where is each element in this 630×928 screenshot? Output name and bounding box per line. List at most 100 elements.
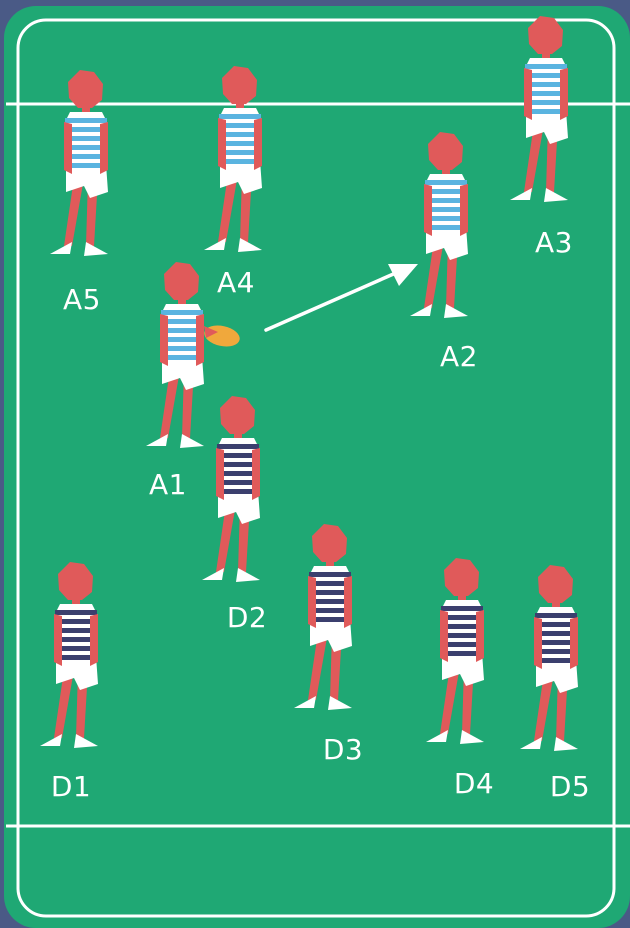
player-shoe [520, 737, 542, 749]
player-arm [570, 617, 578, 669]
player-shorts [526, 110, 568, 144]
player-shoe [202, 568, 224, 580]
player-a3 [510, 16, 568, 202]
player-arm [344, 576, 352, 628]
player-head [428, 132, 463, 170]
player-shoe [554, 737, 578, 751]
player-label-d3: D3 [322, 733, 364, 766]
player-label-a3: A3 [535, 226, 573, 259]
player-shirt [524, 58, 568, 116]
player-shirt [64, 112, 108, 170]
player-leg [54, 670, 74, 738]
player-shoe [146, 434, 168, 446]
player-shorts [536, 659, 578, 693]
player-shoe [328, 696, 352, 710]
player-leg [308, 632, 328, 700]
player-shoe [410, 304, 432, 316]
player-arm [524, 68, 532, 120]
player-d4 [426, 558, 484, 744]
player-arm [218, 118, 226, 170]
player-leg [216, 504, 236, 572]
player-a4 [204, 66, 262, 252]
player-leg [160, 370, 180, 438]
player-leg [424, 240, 444, 308]
player-a1 [146, 262, 240, 448]
player-leg [534, 673, 554, 741]
player-head [528, 16, 563, 54]
player-shirt [160, 304, 204, 362]
player-head [222, 66, 257, 104]
player-shorts [220, 160, 262, 194]
player-arm [196, 314, 204, 366]
player-shoe [40, 734, 62, 746]
player-arm [308, 576, 316, 628]
player-shorts [442, 652, 484, 686]
player-head [312, 524, 347, 562]
player-a5 [50, 70, 108, 256]
player-shoe [544, 188, 568, 202]
player-arm [160, 314, 168, 366]
player-label-d1: D1 [50, 770, 92, 803]
player-shoe [84, 242, 108, 256]
player-hand [204, 326, 218, 338]
player-a2 [410, 132, 468, 318]
pass-arrow [264, 264, 418, 332]
player-shorts [162, 356, 204, 390]
player-shirt [54, 604, 98, 662]
player-arm [424, 184, 432, 236]
player-leg [64, 178, 84, 246]
player-head [58, 562, 93, 600]
player-label-d5: D5 [549, 770, 591, 803]
player-shorts [426, 226, 468, 260]
player-label-a4: A4 [217, 266, 255, 299]
player-arm [460, 184, 468, 236]
player-shorts [66, 164, 108, 198]
player-shoe [510, 188, 532, 200]
player-arm [254, 118, 262, 170]
player-head [444, 558, 479, 596]
player-head [220, 396, 255, 434]
player-d2 [202, 396, 260, 582]
player-d5 [520, 565, 578, 751]
players-layer [40, 16, 578, 751]
player-shoe [238, 238, 262, 252]
player-shoe [294, 696, 316, 708]
player-shorts [218, 490, 260, 524]
player-shirt [424, 174, 468, 232]
player-label-a5: A5 [63, 283, 101, 316]
player-shoe [236, 568, 260, 582]
player-head [538, 565, 573, 603]
player-shorts [56, 656, 98, 690]
player-shirt [440, 600, 484, 658]
player-shirt [534, 607, 578, 665]
player-shorts [310, 618, 352, 652]
player-arm [100, 122, 108, 174]
player-shoe [460, 730, 484, 744]
player-leg [440, 666, 460, 734]
field-boundary [16, 18, 616, 918]
player-arm [216, 448, 224, 500]
player-shoe [444, 304, 468, 318]
player-d1 [40, 562, 98, 748]
player-shirt [216, 438, 260, 496]
player-arm [90, 614, 98, 666]
player-shoe [74, 734, 98, 748]
player-arm [560, 68, 568, 120]
player-arm [476, 610, 484, 662]
player-arm [64, 122, 72, 174]
player-d3 [294, 524, 352, 710]
player-shoe [180, 434, 204, 448]
player-arm [252, 448, 260, 500]
player-head [68, 70, 103, 108]
player-shoe [426, 730, 448, 742]
player-arm [534, 617, 542, 669]
player-arm [54, 614, 62, 666]
player-label-d4: D4 [453, 767, 495, 800]
player-label-a1: A1 [149, 468, 187, 501]
player-arm [440, 610, 448, 662]
player-head [164, 262, 199, 300]
player-shoe [204, 238, 226, 250]
player-shirt [308, 566, 352, 624]
